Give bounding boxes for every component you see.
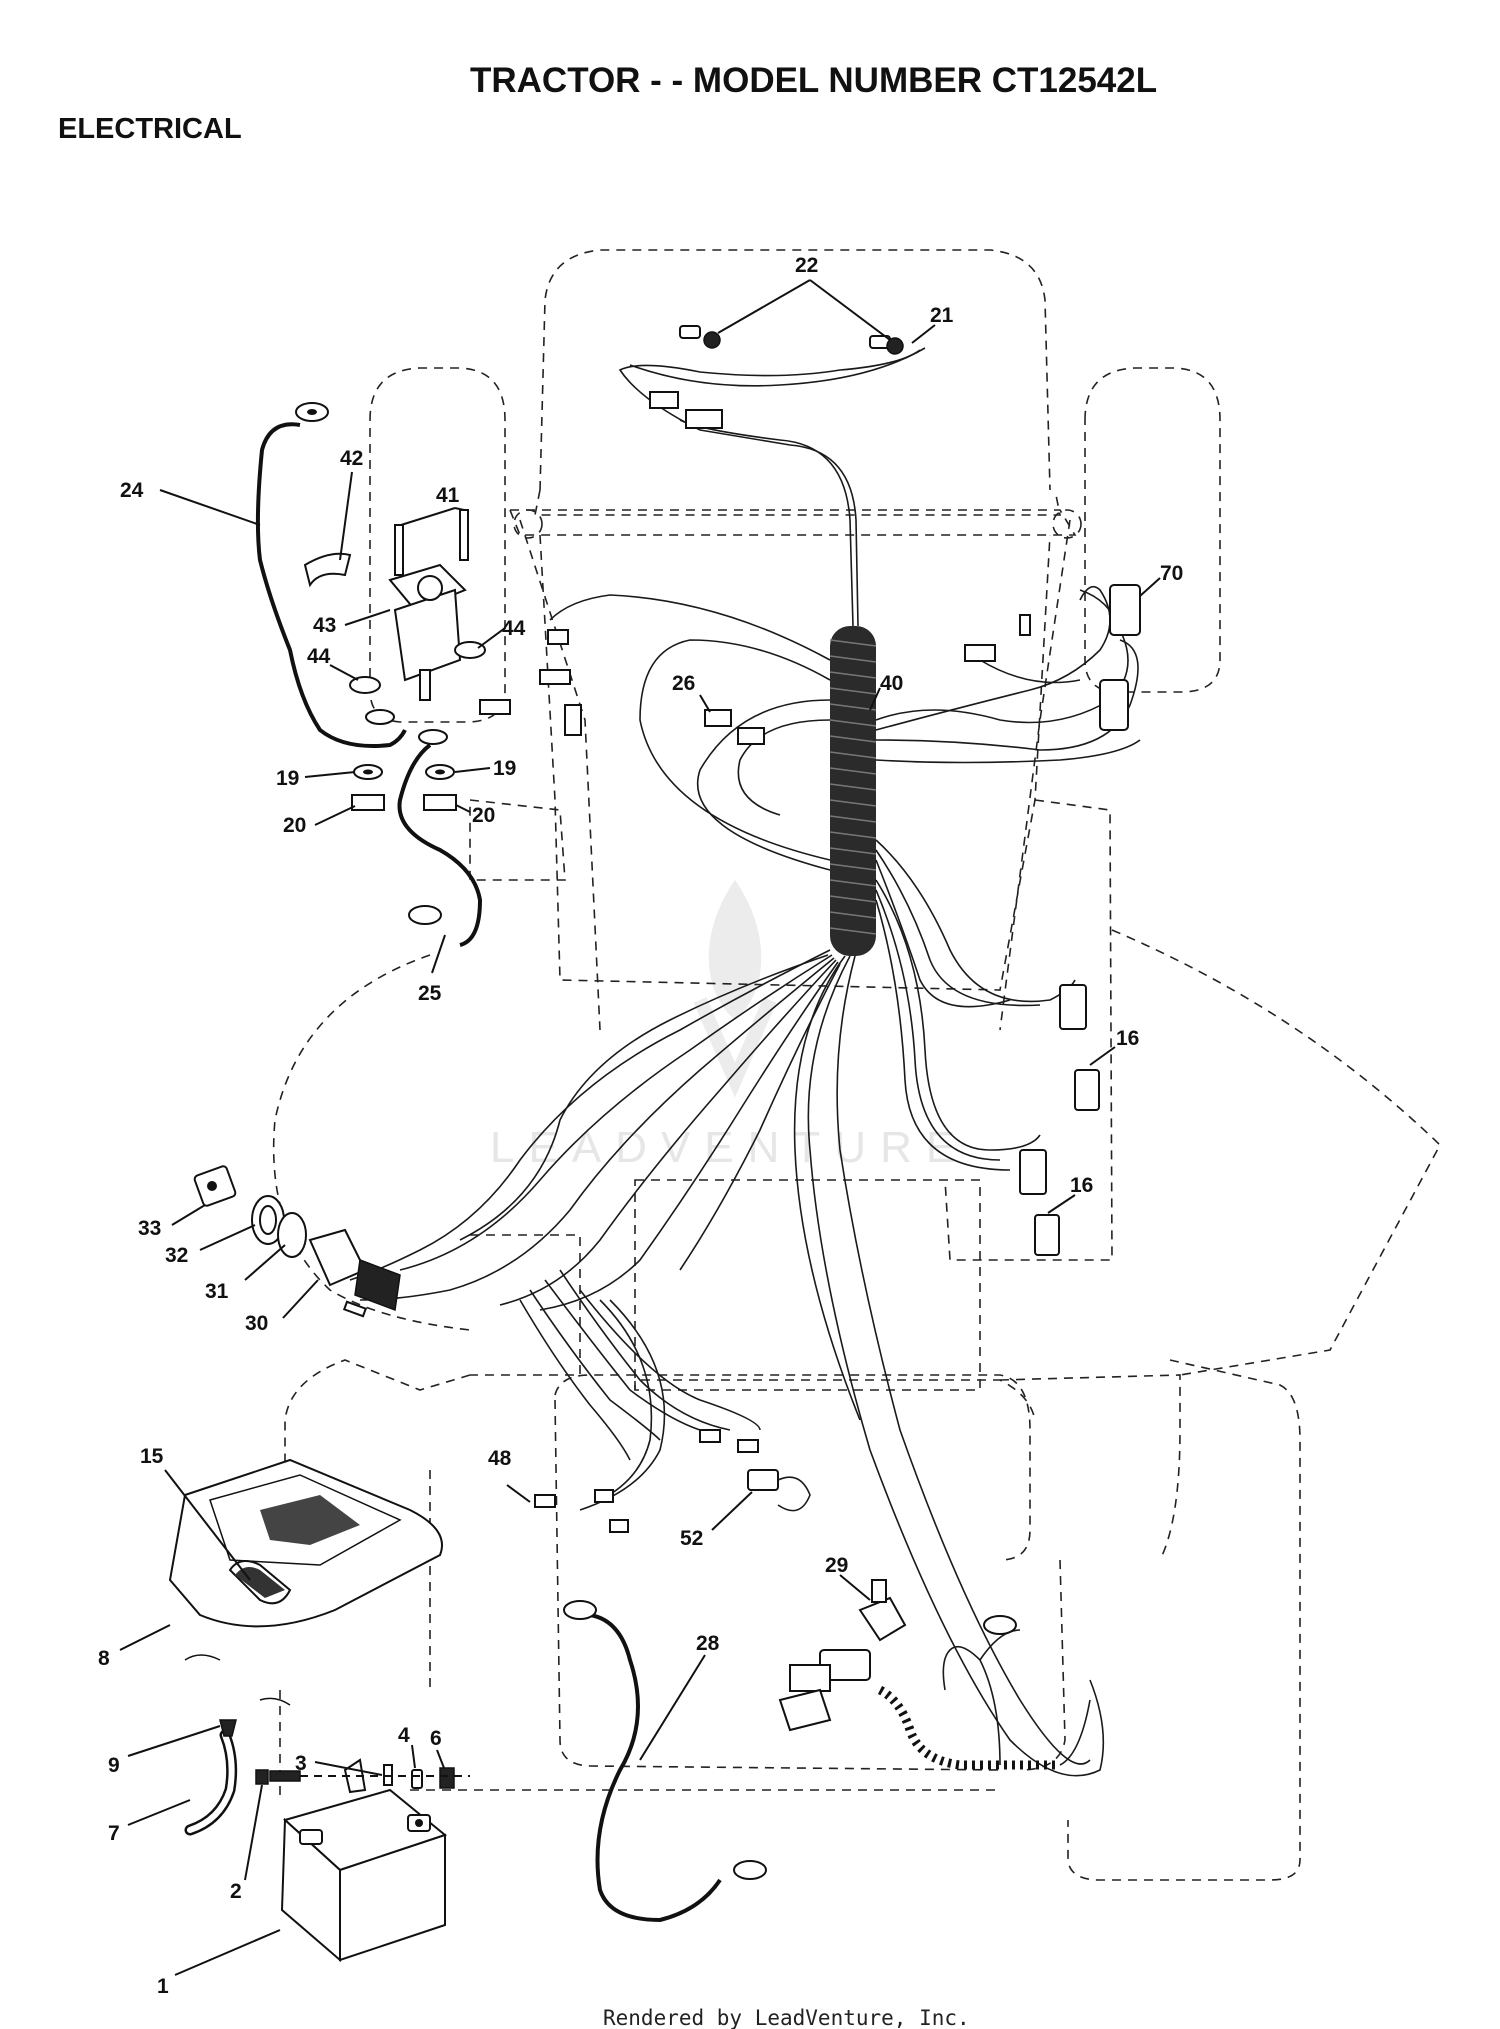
callout-43: 43	[313, 614, 336, 637]
callout-25: 25	[418, 982, 442, 1005]
pto-connectors	[479, 629, 765, 745]
connector-48	[534, 1429, 759, 1533]
watermark-text: LEADVENTURE	[490, 1123, 969, 1172]
callout-21: 21	[930, 304, 954, 327]
callout-70: 70	[1160, 562, 1183, 585]
callout-19-left: 19	[276, 767, 299, 790]
callout-40: 40	[880, 672, 903, 695]
coiled-wire	[877, 1615, 1091, 1770]
plugs-16	[1019, 984, 1100, 1256]
tractor-outline	[272, 249, 1441, 1881]
wiring	[349, 347, 1141, 1777]
footer-credit: Rendered by LeadVenture, Inc.	[603, 2006, 970, 2029]
callout-44-right: 44	[502, 617, 526, 640]
callout-16-lower: 16	[1070, 1174, 1093, 1197]
callout-1: 1	[157, 1975, 169, 1998]
page-title: TRACTOR - - MODEL NUMBER CT12542L	[470, 61, 1157, 100]
callout-30: 30	[245, 1312, 268, 1335]
callout-24: 24	[120, 479, 144, 502]
starter-solenoid	[349, 509, 486, 745]
battery-cable-28	[589, 1613, 722, 1923]
hose-fitting	[219, 1719, 237, 1737]
callout-22: 22	[795, 254, 818, 277]
headlight-bulbs	[649, 325, 904, 429]
section-title: ELECTRICAL	[58, 113, 242, 145]
callout-32: 32	[165, 1244, 188, 1267]
ring-terminal-28a	[563, 1600, 597, 1620]
callout-8: 8	[98, 1647, 110, 1670]
ground-wire-25	[397, 743, 483, 947]
callout-7: 7	[108, 1822, 120, 1845]
safety-switch-29	[778, 1579, 907, 1732]
battery-tray	[168, 1458, 443, 1706]
callout-6: 6	[430, 1727, 442, 1750]
callout-9: 9	[108, 1754, 120, 1777]
callout-29: 29	[825, 1554, 848, 1577]
ring-terminal-28b	[733, 1860, 767, 1880]
callout-3: 3	[295, 1752, 307, 1775]
terminal-cover-42	[303, 552, 352, 588]
callout-labels: 22 21 70 42 41 24 43 44 44 19 19 20 20 2…	[98, 254, 1183, 1998]
callout-2: 2	[230, 1880, 242, 1903]
callout-20-right: 20	[472, 804, 495, 827]
callout-16-upper: 16	[1116, 1027, 1139, 1050]
callout-4: 4	[398, 1724, 410, 1747]
callout-33: 33	[138, 1217, 161, 1240]
leader-lines	[119, 279, 1161, 1976]
ignition-switch	[193, 1165, 401, 1318]
callout-26: 26	[672, 672, 695, 695]
callout-48: 48	[488, 1447, 512, 1470]
seat-switch-connectors	[964, 584, 1141, 731]
battery	[280, 1788, 448, 1963]
ring-terminal	[295, 402, 329, 422]
battery-cable-24	[255, 422, 407, 748]
callout-20-left: 20	[283, 814, 306, 837]
callout-44-left: 44	[307, 645, 331, 668]
watermark: LEADVENTURE	[490, 880, 969, 1172]
connector-52	[747, 1469, 811, 1512]
callout-28: 28	[696, 1632, 720, 1655]
callout-31: 31	[205, 1280, 229, 1303]
battery-hardware	[255, 1758, 470, 1794]
wire-harness-coil	[829, 626, 877, 956]
callout-19-right: 19	[493, 757, 516, 780]
callout-41: 41	[436, 484, 460, 507]
callout-52: 52	[680, 1527, 703, 1550]
washers-and-nuts	[351, 764, 457, 811]
ring-terminal-25	[408, 905, 442, 925]
callout-15: 15	[140, 1445, 164, 1468]
callout-42: 42	[340, 447, 363, 470]
